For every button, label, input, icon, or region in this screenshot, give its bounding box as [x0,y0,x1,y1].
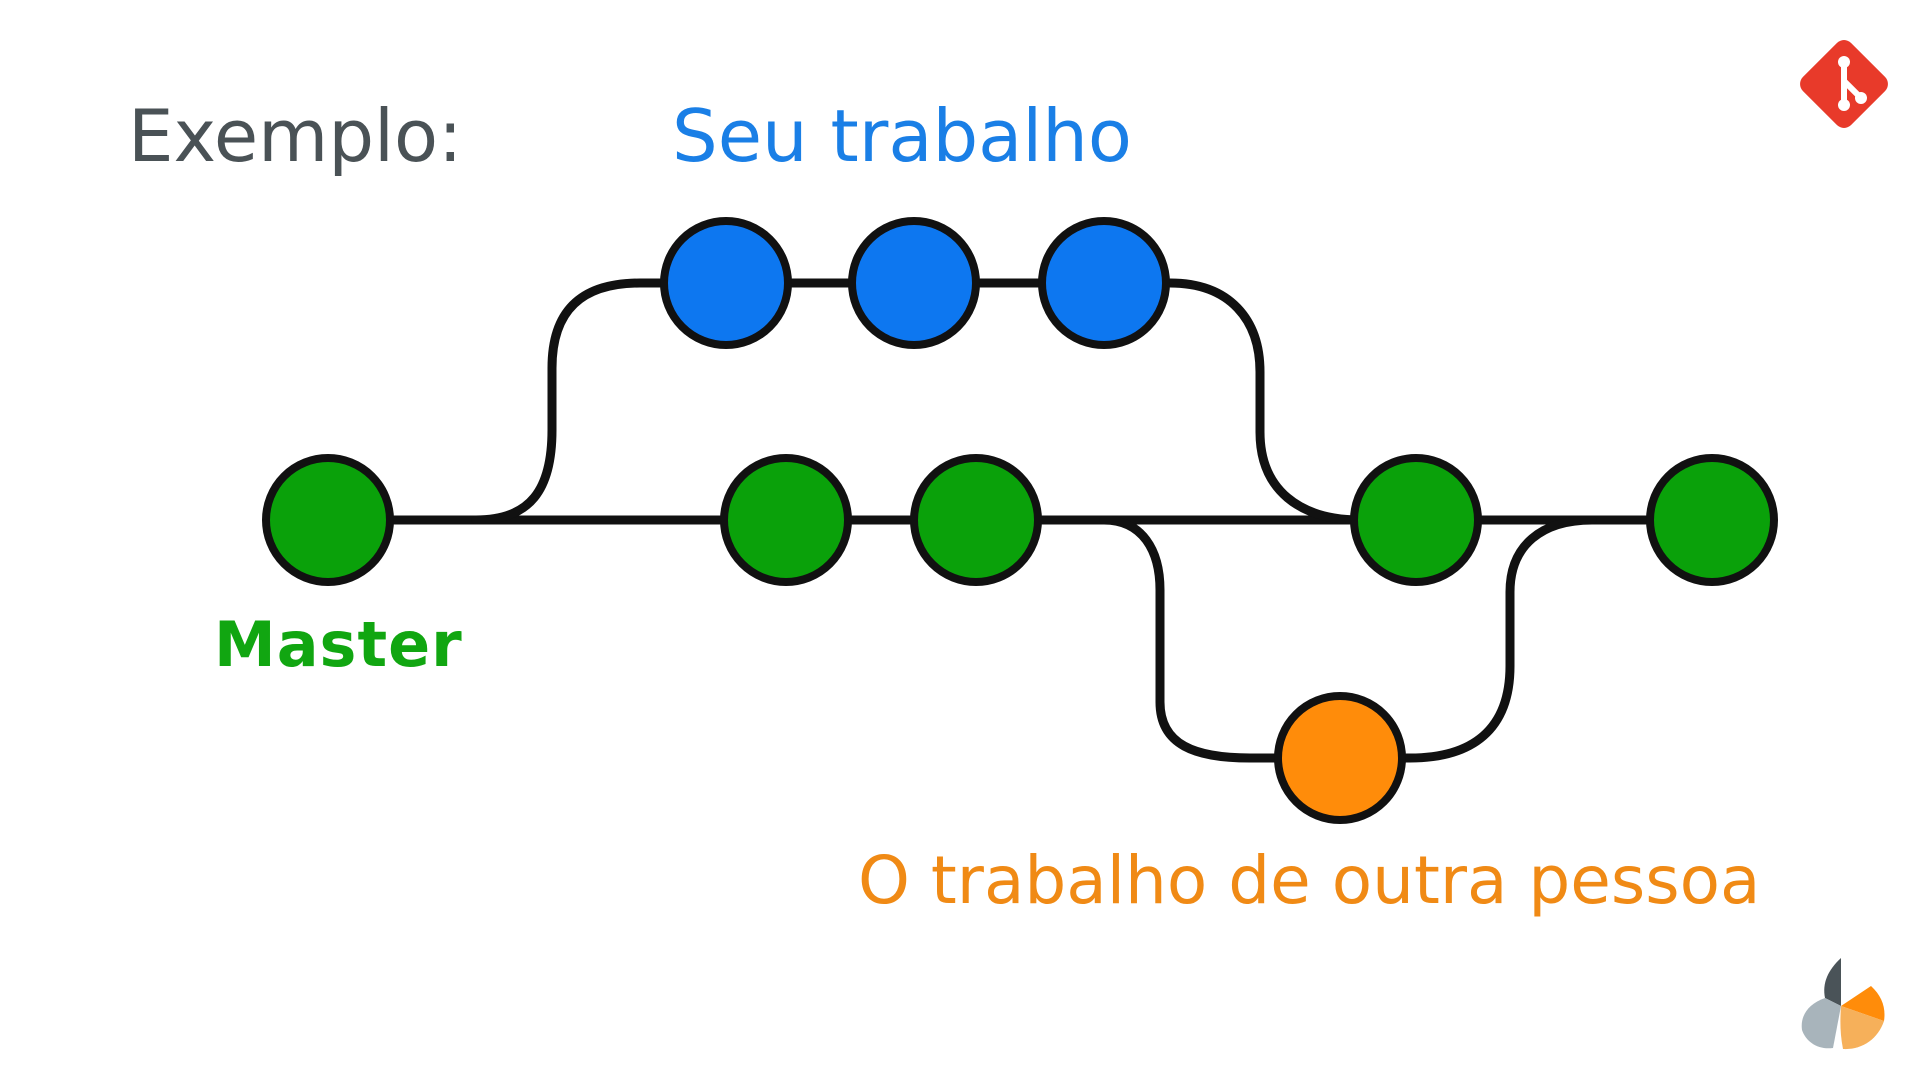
master-commit-4 [1350,454,1482,586]
feature-commit-1 [660,217,792,349]
feature-commit-3 [1038,217,1170,349]
master-commit-5 [1646,454,1778,586]
master-commit-2 [720,454,852,586]
other-branch-line [1099,515,1597,763]
master-commit-1 [262,454,394,586]
brand-logo-icon [1801,958,1885,1050]
other-commit-1 [1274,692,1406,824]
master-branch-label: Master [214,608,463,681]
git-logo-icon [1800,40,1888,128]
feature-branch-label: Seu trabalho [672,94,1132,178]
other-branch-label: O trabalho de outra pessoa [858,842,1761,919]
feature-commit-2 [848,217,980,349]
slide-title: Exemplo: [128,94,463,178]
master-commit-3 [910,454,1042,586]
